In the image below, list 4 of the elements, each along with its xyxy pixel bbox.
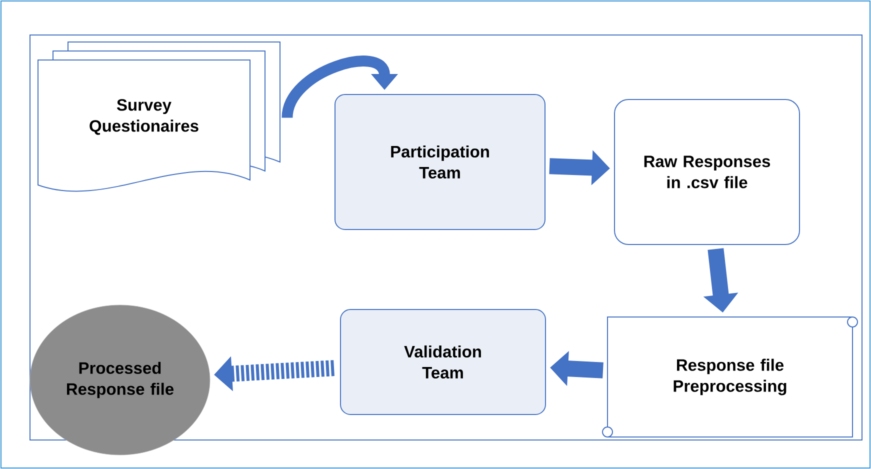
data-box: Raw Responses in .csv file: [614, 99, 800, 245]
document-stack: Survey Questionaires: [38, 42, 280, 192]
process-box: Validation Team: [340, 309, 546, 415]
process-box: Participation Team: [334, 94, 546, 230]
